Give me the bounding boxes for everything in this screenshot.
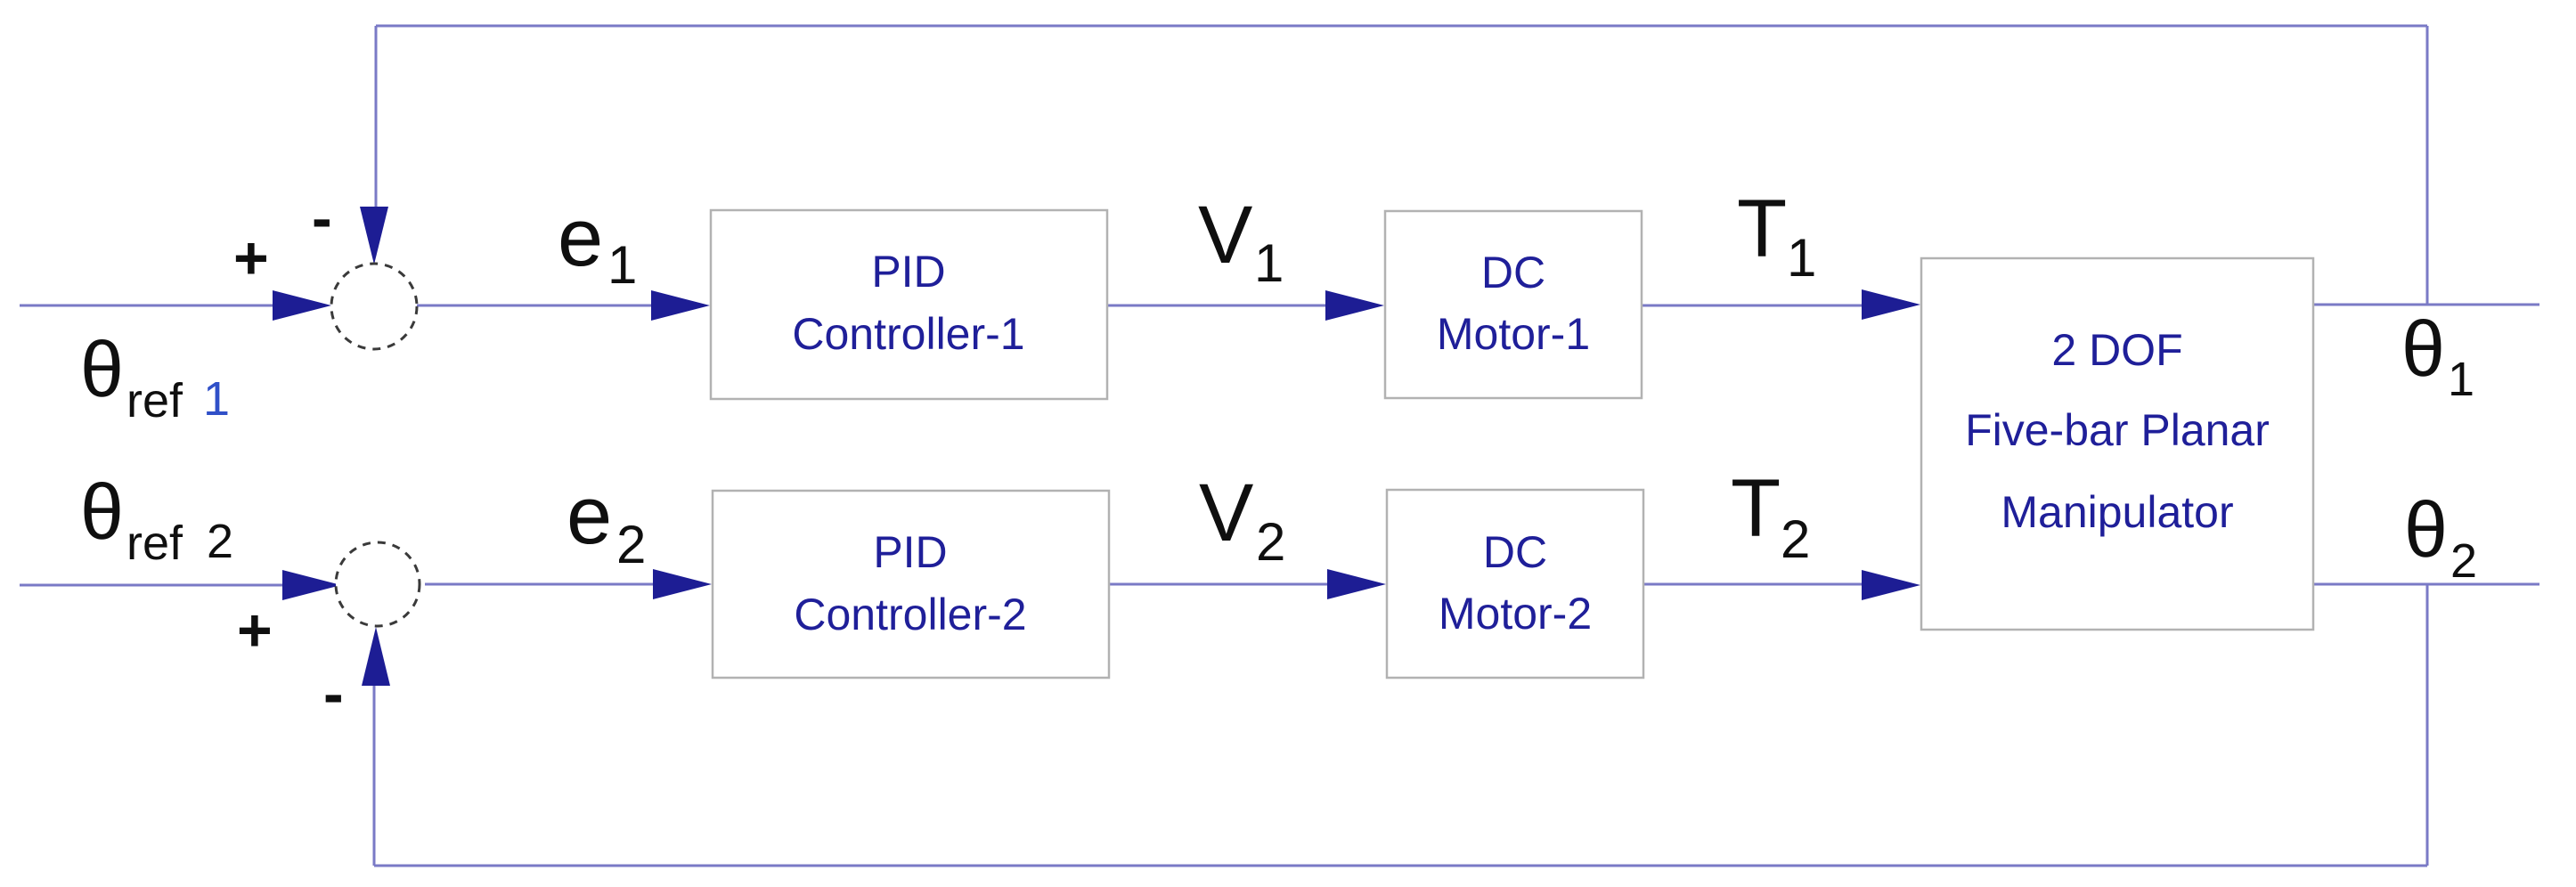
t2-sub: 2 [1781,509,1810,569]
theta1-sub: 1 [2448,353,2474,406]
v1-sub: 1 [1254,233,1284,293]
arrow-heads [273,207,1920,686]
pid-controller-1-block [709,208,1109,401]
e2-base: e [567,470,612,561]
plant-label-line3: Manipulator [2001,487,2233,537]
label-theta2: θ 2 [2404,485,2477,588]
theta-ref1-subscript: ref [126,374,183,427]
theta-ref2-symbol: θ [80,468,124,556]
motor1-label-line1: DC [1481,248,1545,297]
dc-motor-1-block [1383,209,1643,400]
theta1-base: θ [2401,305,2445,393]
junction2-minus-sign: - [323,660,344,728]
arrow-into-junction2-icon [282,570,341,600]
theta2-base: θ [2404,485,2448,574]
plant-label-line1: 2 DOF [2051,325,2182,375]
label-theta1: θ 1 [2401,305,2474,406]
arrow-into-pid2-icon [653,569,712,599]
v1-base: V [1198,190,1252,281]
pid2-label-line1: PID [873,527,947,577]
e1-base: e [558,192,603,283]
t1-base: T [1737,183,1787,274]
dc-motor-2-block [1385,488,1645,679]
e2-sub: 2 [616,515,646,574]
arrow-into-plant-top-icon [1862,289,1920,320]
label-t2: T 2 [1731,463,1810,569]
pid1-label-line1: PID [871,247,945,297]
v2-sub: 2 [1256,512,1285,572]
t1-sub: 1 [1787,228,1816,288]
theta-ref1-symbol: θ [80,325,124,413]
pid-controller-2-block [711,489,1111,679]
wires [20,24,2539,867]
arrow-into-pid1-icon [651,290,710,321]
manipulator-block [1920,256,2315,631]
pid2-label-line2: Controller-2 [794,590,1026,639]
summing-junction-1 [330,262,419,351]
junction1-minus-sign: - [312,184,332,252]
plant-label-line2: Five-bar Planar [1965,405,2270,455]
theta-ref2-subscript: ref [126,517,183,570]
theta-ref2-index: 2 [207,515,233,568]
e1-sub: 1 [607,235,637,295]
arrow-into-junction1-icon [273,290,331,321]
label-t1: T 1 [1737,183,1816,288]
junction2-plus-sign: + [237,597,273,664]
junction1-plus-sign: + [233,224,269,292]
arrow-into-motor2-icon [1327,569,1386,599]
pid1-label-line2: Controller-1 [792,309,1024,359]
label-e2: e 2 [567,470,646,574]
label-theta-ref2: θ ref 2 [80,468,233,570]
arrow-feedback-into-junction2-icon [362,627,390,686]
arrow-into-motor1-icon [1325,290,1384,321]
arrow-feedback-into-junction1-icon [360,207,388,264]
motor2-label-line1: DC [1483,527,1547,577]
label-e1: e 1 [558,192,637,295]
arrow-into-plant-bottom-icon [1862,570,1920,600]
label-v1: V 1 [1198,190,1284,293]
theta-ref1-index: 1 [203,372,230,426]
motor1-label-line2: Motor-1 [1437,309,1590,359]
label-theta-ref1: θ ref 1 [80,325,230,427]
t2-base: T [1731,463,1781,554]
v2-base: V [1199,468,1253,558]
theta2-sub: 2 [2450,534,2477,588]
summing-junction-2 [334,541,421,628]
label-v2: V 2 [1199,468,1285,572]
motor2-label-line2: Motor-2 [1439,589,1592,639]
